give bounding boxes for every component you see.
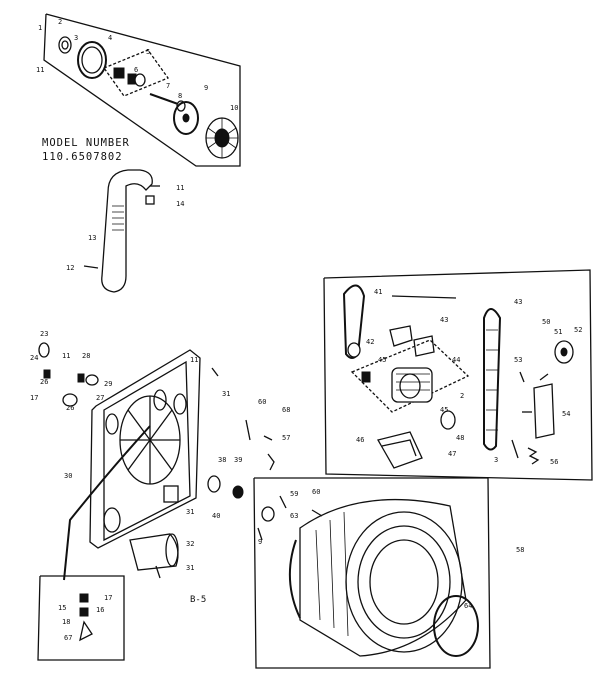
callout-11-panel: 11 bbox=[62, 352, 70, 360]
callout-31a: 31 bbox=[222, 390, 230, 398]
callout-12: 12 bbox=[66, 264, 74, 272]
callout-60b: 60 bbox=[312, 488, 320, 496]
callout-27: 27 bbox=[96, 394, 104, 402]
thermostat-inset bbox=[37, 575, 125, 661]
callout-53: 53 bbox=[514, 356, 522, 364]
page-code: B-5 bbox=[190, 595, 206, 605]
callout-26b: 26 bbox=[66, 404, 74, 412]
callout-18: 18 bbox=[62, 618, 70, 626]
callout-1: 1 bbox=[38, 24, 42, 32]
callout-10: 10 bbox=[230, 104, 238, 112]
drum-inset bbox=[253, 477, 491, 669]
callout-48: 48 bbox=[456, 434, 464, 442]
callout-13: 13 bbox=[88, 234, 96, 242]
callout-41: 41 bbox=[374, 288, 382, 296]
callout-16: 16 bbox=[96, 606, 104, 614]
callout-3: 3 bbox=[74, 34, 78, 42]
callout-6: 6 bbox=[134, 66, 138, 74]
callout-58: 58 bbox=[516, 546, 524, 554]
callout-11-duct: 11 bbox=[176, 184, 184, 192]
callout-52: 52 bbox=[574, 326, 582, 334]
callout-57: 57 bbox=[282, 434, 290, 442]
motor-belt-inset bbox=[323, 269, 593, 481]
callout-44: 44 bbox=[452, 356, 460, 364]
exhaust-duct bbox=[83, 169, 160, 293]
callout-31b: 31 bbox=[186, 508, 194, 516]
callout-43b: 43 bbox=[514, 298, 522, 306]
model-number-heading: MODEL NUMBER bbox=[42, 137, 130, 149]
callout-40: 40 bbox=[212, 512, 220, 520]
callout-60a: 60 bbox=[258, 398, 266, 406]
callout-30: 30 bbox=[64, 472, 72, 480]
callout-14: 14 bbox=[176, 200, 184, 208]
callout-42: 42 bbox=[366, 338, 374, 346]
callout-15: 15 bbox=[58, 604, 66, 612]
callout-32: 32 bbox=[186, 540, 194, 548]
callout-39: 39 bbox=[234, 456, 242, 464]
callout-31c: 31 bbox=[186, 564, 194, 572]
callout-45a: 45 bbox=[378, 356, 386, 364]
callout-28: 28 bbox=[82, 352, 90, 360]
callout-63: 63 bbox=[290, 512, 298, 520]
callout-11-rear: 11 bbox=[190, 356, 198, 364]
callout-9: 9 bbox=[204, 84, 208, 92]
callout-2b: 2 bbox=[460, 392, 464, 400]
callout-5: 5 bbox=[146, 48, 150, 56]
callout-4: 4 bbox=[108, 34, 112, 42]
callout-68: 68 bbox=[282, 406, 290, 414]
model-number-value: 110.6507802 bbox=[42, 151, 123, 163]
callout-9b: 9 bbox=[258, 538, 262, 546]
callout-51: 51 bbox=[554, 328, 562, 336]
callout-29: 29 bbox=[104, 380, 112, 388]
callout-46: 46 bbox=[356, 436, 364, 444]
callout-17a: 17 bbox=[30, 394, 38, 402]
callout-17b: 17 bbox=[104, 594, 112, 602]
callout-45b: 45 bbox=[440, 406, 448, 414]
callout-64: 64 bbox=[464, 602, 472, 610]
callout-11-top: 11 bbox=[36, 66, 44, 74]
callout-59: 59 bbox=[290, 490, 298, 498]
callout-8: 8 bbox=[178, 92, 182, 100]
callout-67: 67 bbox=[64, 634, 72, 642]
blower-assembly-inset bbox=[43, 13, 241, 167]
rear-panel bbox=[38, 342, 275, 581]
callout-47: 47 bbox=[448, 450, 456, 458]
part-callouts: 1 2 3 4 5 6 7 8 9 10 11 11 14 13 12 23 2… bbox=[30, 18, 582, 642]
callout-24: 24 bbox=[30, 354, 38, 362]
callout-3b: 3 bbox=[494, 456, 498, 464]
callout-26a: 26 bbox=[40, 378, 48, 386]
callout-2: 2 bbox=[58, 18, 62, 26]
callout-38: 38 bbox=[218, 456, 226, 464]
callout-43a: 43 bbox=[440, 316, 448, 324]
callout-54: 54 bbox=[562, 410, 570, 418]
callout-7: 7 bbox=[166, 82, 170, 90]
callout-56: 56 bbox=[550, 458, 558, 466]
callout-23: 23 bbox=[40, 330, 48, 338]
callout-50: 50 bbox=[542, 318, 550, 326]
